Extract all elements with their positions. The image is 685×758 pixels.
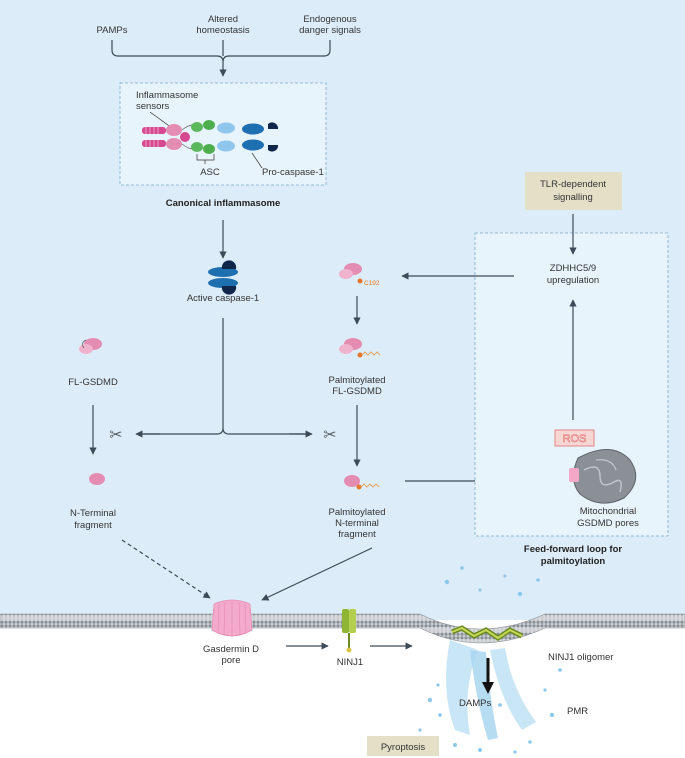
n-terminal-label-1: N-Terminal [70, 508, 116, 519]
plasma-membrane [0, 613, 685, 644]
tlr-label-2: signalling [553, 192, 593, 203]
palmitoylated-fl-label-1: Palmitoylated [328, 375, 385, 386]
extracellular-background [0, 622, 685, 758]
altered-homeostasis-label-1: Altered [208, 14, 238, 25]
gasdermin-label-2: pore [221, 655, 240, 666]
pmr-label: PMR [567, 706, 588, 717]
sensors-pointer [149, 111, 173, 129]
damp-particles [418, 566, 562, 754]
active-caspase-label: Active caspase-1 [187, 293, 259, 304]
pro-caspase-pointer [251, 152, 263, 169]
tlr-label-1: TLR-dependent [540, 179, 606, 190]
inflammasome-complex-graphic [142, 120, 279, 154]
fl-gsdmd-label: FL-GSDMD [68, 377, 118, 388]
damps-label: DAMPs [459, 698, 491, 709]
ros-label: ROS [563, 433, 587, 445]
n-terminal-label-2: fragment [74, 520, 112, 531]
n-terminal-fragment-graphic [89, 473, 105, 485]
active-caspase-graphic [208, 260, 238, 295]
gasdermin-pore-graphic [211, 599, 253, 637]
ninj1-graphic [342, 609, 356, 653]
palmitoylated-nterm-label-3: fragment [338, 529, 376, 540]
gasdermin-label-1: Gasdermin D [203, 644, 259, 655]
palmitoylated-fl-gsdmd-graphic [339, 338, 381, 358]
dashed-arrow-to-pore [121, 539, 211, 599]
mito-label-2: GSDMD pores [577, 518, 639, 529]
caspase-split-arrows [140, 318, 306, 435]
ninj1-oligomer-label: NINJ1 oligomer [548, 652, 613, 663]
loop-title-1: Feed-forward loop for [524, 544, 622, 555]
canonical-inflammasome-title: Canonical inflammasome [166, 198, 281, 209]
palmitoylated-n-terminal-graphic [344, 475, 380, 490]
scissors-icon-left: ✂ [109, 425, 122, 444]
pro-caspase-label: Pro-caspase-1 [262, 167, 324, 178]
arrow-to-pore [261, 547, 373, 601]
inflammasome-sensors-label-1: Inflammasome [136, 90, 198, 101]
feed-forward-loop-box [474, 232, 669, 537]
gsdmd-c192-graphic [339, 263, 363, 284]
membrane-rupture-graphic [446, 625, 536, 740]
tlr-signalling-box [525, 172, 622, 210]
inflammasome-sensors-label-2: sensors [136, 101, 170, 112]
asc-bracket [196, 154, 215, 164]
loop-title-2: palmitoylation [541, 556, 606, 567]
scissors-icon-right: ✂ [323, 425, 336, 444]
asc-label: ASC [200, 167, 220, 178]
palmitoylated-fl-label-2: FL-GSDMD [332, 386, 382, 397]
mitochondrion-graphic [569, 449, 637, 504]
pamps-label: PAMPs [97, 25, 128, 36]
mito-label-1: Mitochondrial [580, 506, 637, 517]
pyroptosis-label: Pyroptosis [381, 742, 426, 753]
zdhhc-label-2: upregulation [547, 275, 599, 286]
c192-label: C192 [364, 280, 380, 287]
ros-badge [554, 429, 595, 447]
pyroptosis-box [367, 736, 439, 756]
endogenous-signals-label-2: danger signals [299, 25, 361, 36]
palmitoylated-nterm-label-2: N-terminal [335, 518, 379, 529]
altered-homeostasis-label-2: homeostasis [196, 25, 250, 36]
fl-gsdmd-protein-graphic [79, 338, 102, 354]
zdhhc-label-1: ZDHHC5/9 [550, 263, 596, 274]
endogenous-signals-label-1: Endogenous [303, 14, 357, 25]
palmitoylated-nterm-label-1: Palmitoylated [328, 507, 385, 518]
ninj1-label: NINJ1 [337, 657, 363, 668]
